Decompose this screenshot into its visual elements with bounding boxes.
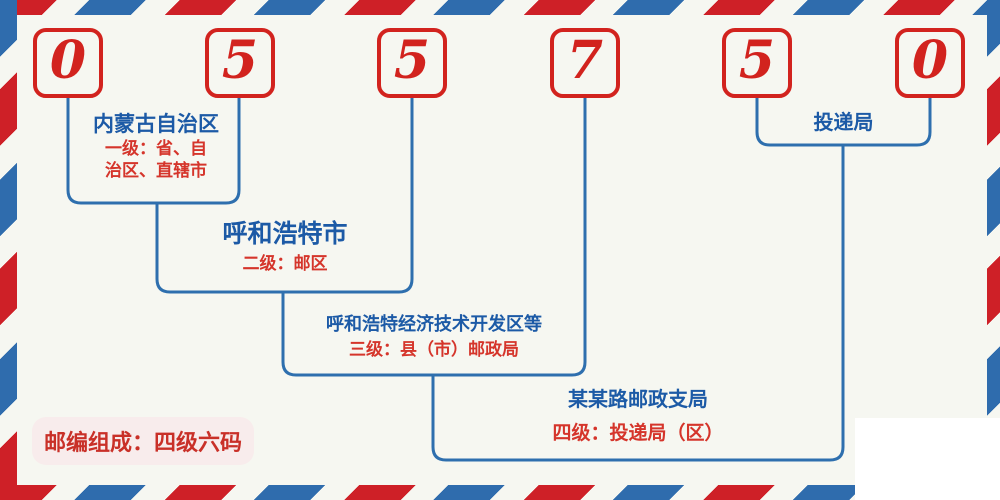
level-1-bracket — [66, 96, 241, 205]
digit-1: 0 — [49, 30, 87, 91]
level-1-label-line-2: 治区、直辖市 — [105, 160, 207, 180]
level-3-title: 呼和浩特经济技术开发区等 — [326, 314, 542, 334]
digit-box-3: 5 — [377, 28, 447, 98]
digit-2: 5 — [221, 30, 259, 91]
level-1-title: 内蒙古自治区 — [93, 112, 219, 136]
level-3-label: 三级：县（市）邮政局 — [349, 339, 519, 359]
border-stripe-right — [987, 0, 1000, 500]
delivery-bureau-label: 投递局 — [813, 112, 874, 134]
digit-box-1: 0 — [33, 28, 103, 98]
digit-3: 5 — [393, 30, 431, 91]
level-4-title: 某某路邮政支局 — [568, 389, 708, 411]
delivery-bracket — [755, 96, 932, 147]
corner-white-patch — [855, 418, 1000, 500]
level-4-bracket — [431, 143, 845, 462]
digit-box-6: 0 — [895, 28, 965, 98]
border-stripe-bottom — [0, 485, 1000, 500]
level-2-block: 呼和浩特市 二级：邮区 — [157, 220, 413, 275]
badge-text: 邮编组成：四级六码 — [43, 430, 242, 455]
digit-box-2: 5 — [205, 28, 275, 98]
digit-4: 7 — [566, 30, 604, 91]
level-1-block: 内蒙古自治区 一级：省、自 治区、直辖市 — [72, 111, 240, 181]
level-2-label: 二级：邮区 — [242, 254, 328, 273]
level-4-label: 四级：投递局（区） — [552, 423, 724, 444]
level-2-title: 呼和浩特市 — [222, 221, 348, 248]
digit-6: 0 — [911, 30, 949, 91]
level-3-block: 呼和浩特经济技术开发区等 三级：县（市）邮政局 — [283, 313, 585, 361]
digit-5: 5 — [738, 30, 776, 91]
postal-code-composition-badge: 邮编组成：四级六码 — [32, 417, 254, 465]
border-stripe-left — [0, 0, 17, 500]
level-1-label-line-1: 一级：省、自 — [105, 139, 207, 159]
level-4-block: 某某路邮政支局 四级：投递局（区） — [433, 388, 843, 447]
digit-box-5: 5 — [722, 28, 792, 98]
border-stripe-top — [0, 0, 1000, 15]
digit-box-4: 7 — [550, 28, 620, 98]
